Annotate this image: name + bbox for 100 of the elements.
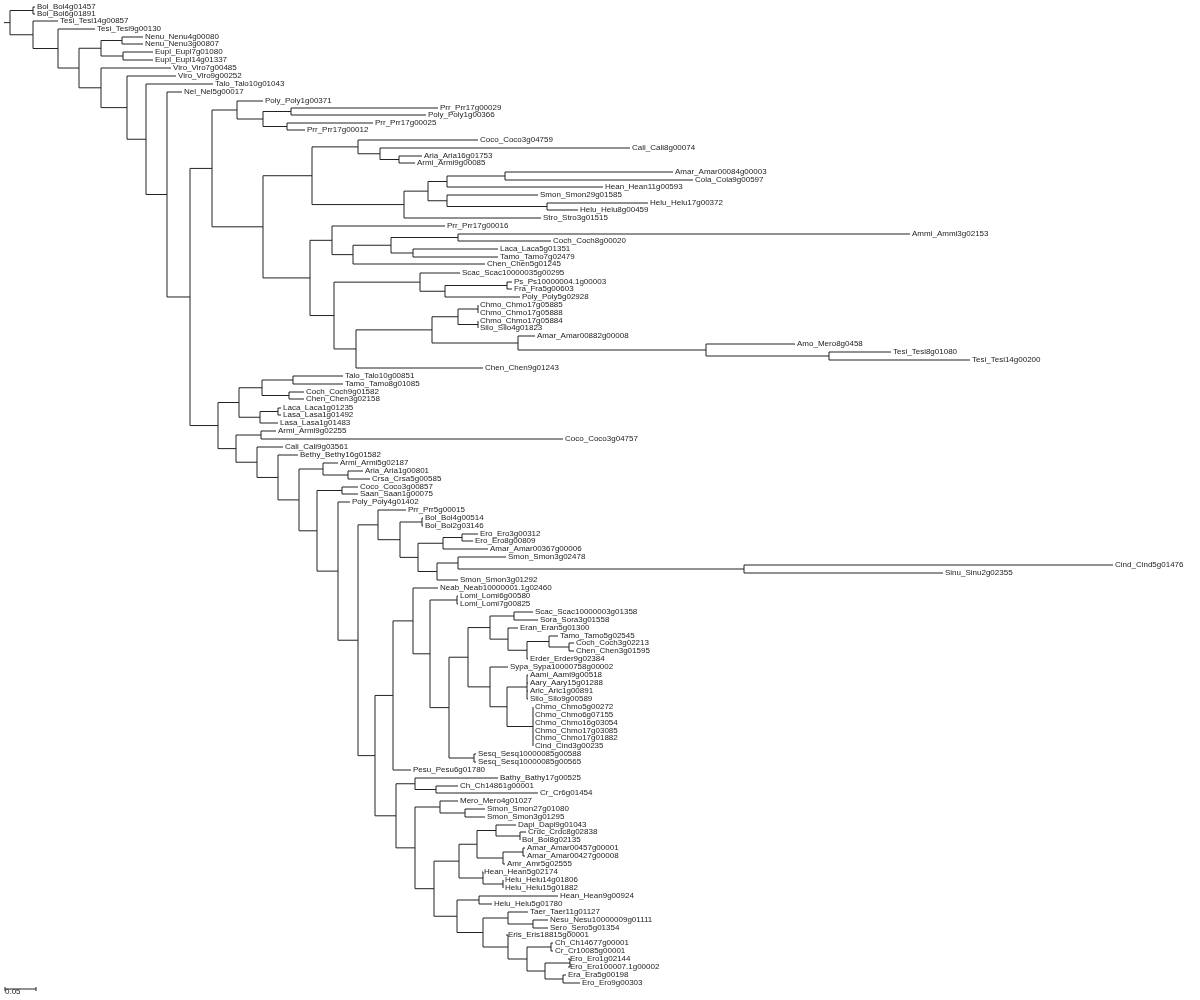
tip-label: Hean_Hean9g00924	[560, 892, 634, 900]
tip-label: Mero_Mero4g01027	[460, 797, 533, 805]
tip-label: Helu_Helu17g00372	[650, 199, 723, 207]
tip-label: Armi_Armi9g00085	[417, 159, 486, 167]
tip-label: Aric_Aric1g00891	[530, 687, 594, 695]
tip-label: Sero_Sero5g01354	[550, 924, 620, 932]
tip-label: Taer_Taer11g01127	[530, 908, 600, 916]
tip-label: Hean_Hean5g02174	[484, 868, 558, 876]
tip-label: Ero_Ero100007.1g00002	[570, 963, 660, 971]
tip-label: Sora_Sora3g01558	[540, 616, 610, 624]
tip-label: Fra_Fra5g00603	[514, 285, 574, 293]
tip-label: Pesu_Pesu6g01780	[413, 766, 486, 774]
tip-label: Helu_Helu14g01806	[505, 876, 578, 884]
tip-label: Tamo_Tamo7g02479	[500, 253, 575, 261]
tip-label: Viro_Viro9g00252	[178, 72, 242, 80]
tip-label: Silo_Silo9g00589	[530, 695, 593, 703]
tip-label: Chmo_Chmo6g07155	[535, 711, 614, 719]
tip-label: Bol_Bol4g00514	[425, 514, 484, 522]
tip-label: Prr_Prr17g00016	[447, 222, 509, 230]
tip-label: Coch_Coch9g01582	[306, 388, 379, 396]
tip-label: Chen_Chen5g01245	[487, 260, 561, 268]
tip-label: Ps_Ps10000004.1g00003	[514, 278, 607, 286]
tip-label: Aria_Aria1g00801	[365, 467, 430, 475]
tip-label: Tesi_Tesi14g00857	[60, 17, 129, 25]
tip-label: Bol_Bol4g01457	[37, 3, 96, 11]
scale-bar-label: 0.05	[5, 988, 21, 996]
tip-label: Talo_Talo10g00851	[345, 372, 415, 380]
tip-label: Smon_Smon3g01295	[487, 813, 565, 821]
tip-label: Sypa_Sypa10000758g00002	[510, 663, 614, 671]
tip-label: Nenu_Nenu4g00080	[145, 33, 219, 41]
tip-label: Nesu_Nesu10000009g01111	[550, 916, 653, 924]
tip-label: Bol_Bol8g02135	[522, 836, 581, 844]
tip-label: Coco_Coco3g00857	[360, 483, 433, 491]
tip-label: Sesq_Sesq10000085g00565	[478, 758, 582, 766]
tip-label: Chmo_Chmo17g01882	[535, 734, 618, 742]
tip-label: Crdc_Crdc8g02838	[528, 828, 598, 836]
tip-label: Eris_Eris18815g00001	[508, 931, 589, 939]
tip-label: Helu_Helu8g00459	[580, 206, 649, 214]
tip-label: Chen_Chen3g01595	[576, 647, 650, 655]
tip-label: Talo_Talo10g01043	[215, 80, 285, 88]
tip-label: Chmo_Chmo16g03054	[535, 719, 618, 727]
tip-label: Cali_Cali8g00074	[632, 144, 696, 152]
tip-label: Prr_Prr17g00025	[375, 119, 437, 127]
tip-label: Chmo_Chmo5g00272	[535, 703, 614, 711]
tip-label: Eupl_Eupl7g01080	[155, 48, 223, 56]
tip-label: Poly_Poly1g00371	[265, 97, 332, 105]
tip-label: Silo_Silo4g01823	[480, 324, 543, 332]
tip-label: Cr_Cr10085g00001	[555, 947, 626, 955]
tip-label: Sinu_Sinu2g02355	[945, 569, 1013, 577]
tip-label: Smon_Smon3g01292	[460, 576, 538, 584]
tip-label: Coch_Coch3g02213	[576, 639, 649, 647]
tip-label: Ero_Ero9g00303	[582, 979, 643, 987]
tip-label: Crsa_Crsa5g00585	[372, 475, 442, 483]
tip-label: Helu_Helu5g01780	[494, 900, 563, 908]
tip-label: Scac_Scac10000035g00295	[462, 269, 565, 277]
tip-label: Coco_Coco3g04757	[565, 435, 638, 443]
tip-label: Nenu_Nenu3g00807	[145, 40, 219, 48]
tip-label: Bethy_Bethy16g01582	[300, 451, 381, 459]
tip-label: Chmo_Chmo17g05888	[480, 309, 563, 317]
tip-label: Cind_Cind5g01476	[1115, 561, 1184, 569]
tip-label: Chmo_Chmo17g05884	[480, 317, 563, 325]
tip-label: Hean_Hean11g00593	[605, 183, 683, 191]
tip-label: Armi_Armi9g02255	[278, 427, 347, 435]
tip-label: Chen_Chen3g02158	[306, 395, 380, 403]
tip-label: Lasa_Lasa1g01492	[283, 411, 354, 419]
tip-label: Ero_Ero3g00312	[480, 530, 541, 538]
tip-label: Lomi_Lomi7g00825	[460, 600, 531, 608]
tip-label: Ero_Ero8g00809	[475, 537, 536, 545]
tip-label: Viro_Viro7g00485	[173, 64, 237, 72]
tip-label: Poly_Poly1g00366	[428, 111, 495, 119]
tip-label: Ero_Ero1g02144	[570, 955, 631, 963]
tip-label: Laca_Laca5g01351	[500, 245, 571, 253]
tip-label: Amar_Amar00882g00008	[537, 332, 629, 340]
tip-label: Smon_Smon29g01585	[540, 191, 622, 199]
tip-label: Aary_Aary15g01288	[530, 679, 603, 687]
tip-label: Cr_Cr6g01454	[540, 789, 593, 797]
tip-label: Coch_Coch8g00020	[553, 237, 626, 245]
tip-label: Prr_Prr5g00015	[408, 506, 465, 514]
tip-label: Helu_Helu15g01882	[505, 884, 578, 892]
tip-label: Stro_Stro3g01515	[543, 214, 608, 222]
tip-label: Prr_Prr17g00029	[440, 104, 502, 112]
tip-label: Erder_Erder9g02384	[530, 655, 605, 663]
tip-label: Amo_Mero8g0458	[797, 340, 863, 348]
tip-label: Chmo_Chmo17g05885	[480, 301, 563, 309]
tip-label: Eupl_Eupl14g01337	[155, 56, 228, 64]
tip-label: Cali_Cali9g03561	[285, 443, 349, 451]
tip-label: Ammi_Ammi3g02153	[912, 230, 989, 238]
tip-label: Dapi_Dapi9g01043	[518, 821, 587, 829]
tip-label: Scac_Scac10000003g01358	[535, 608, 638, 616]
tip-label: Smon_Smon3g02478	[508, 553, 586, 561]
tip-label: Era_Era5g00198	[568, 971, 629, 979]
tip-label: Chmo_Chmo17g03085	[535, 727, 618, 735]
tip-label: Bol_Bol2g03146	[425, 522, 484, 530]
tip-label: Tamo_Tamo8g01085	[345, 380, 420, 388]
tip-label: Armi_Armi5g02187	[340, 459, 409, 467]
tip-label: Cind_Cind3g00235	[535, 742, 604, 750]
tip-label: Amar_Amar00457g00001	[527, 844, 619, 852]
tip-label: Eran_Eran5g01300	[520, 624, 590, 632]
tip-label: Nel_Nel5g00017	[184, 88, 244, 96]
tip-label: Ch_Ch14677g00001	[555, 939, 629, 947]
